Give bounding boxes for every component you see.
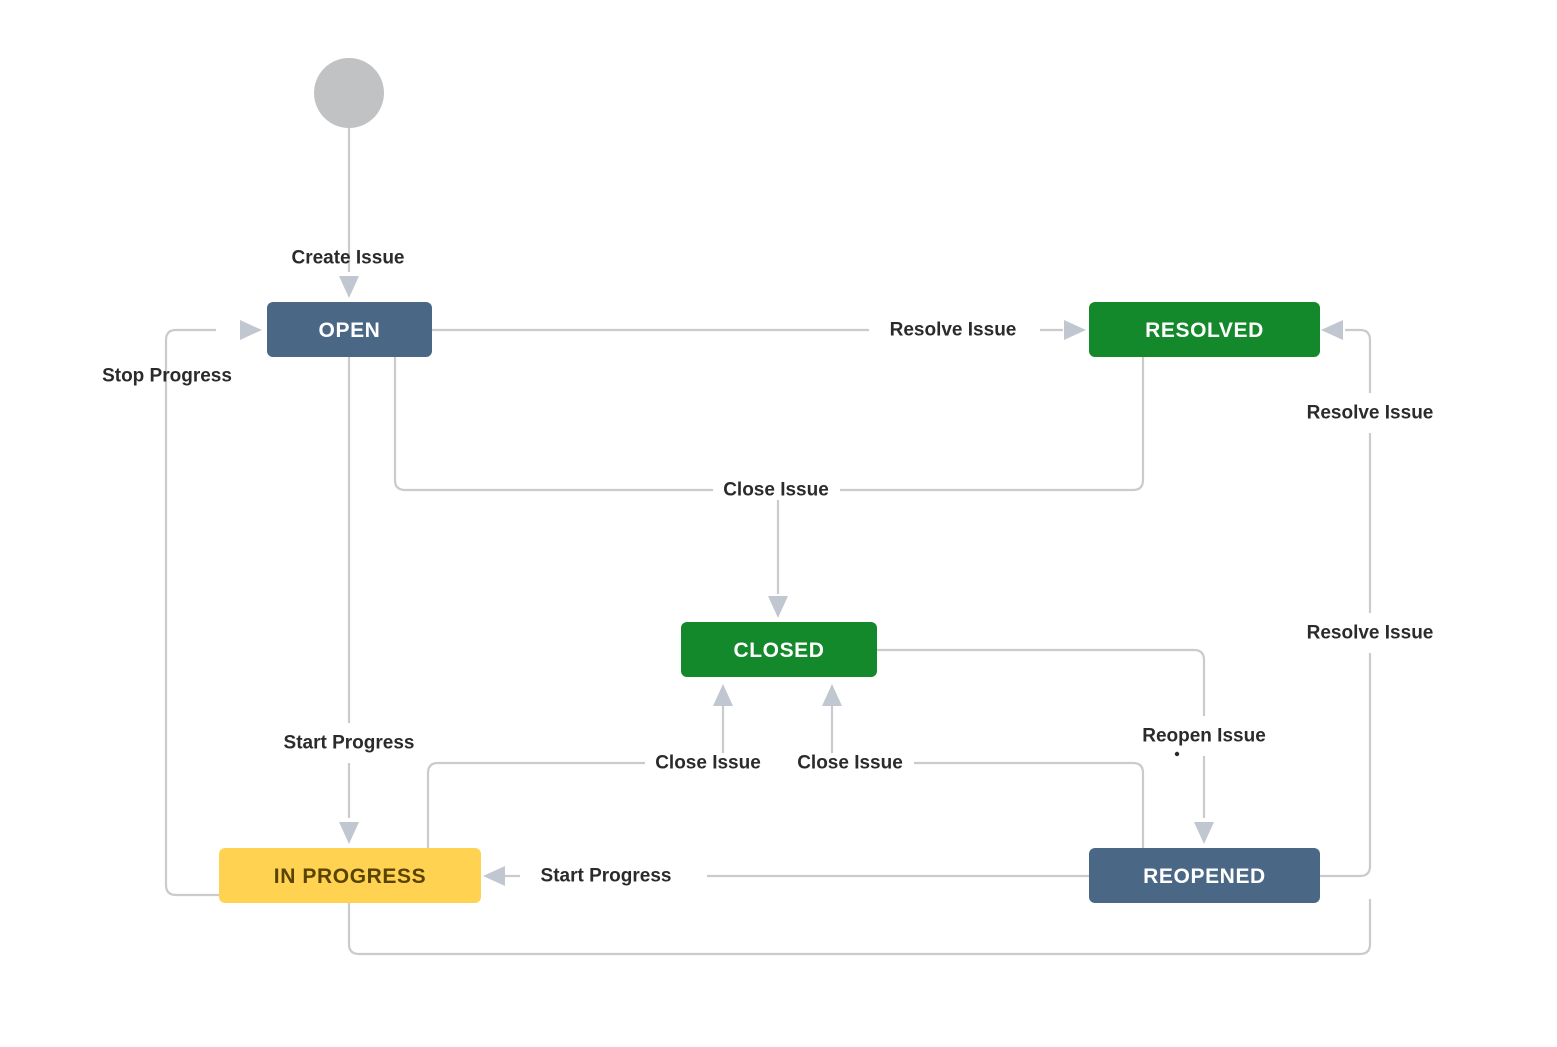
edge-resolve-issue-inprogress-path	[347, 899, 1372, 956]
node-open[interactable]: OPEN	[267, 302, 432, 357]
edge-resolve-issue-reopened-path	[1320, 328, 1372, 878]
node-resolved-rect[interactable]	[1089, 302, 1320, 357]
node-in-progress[interactable]: IN PROGRESS	[219, 848, 481, 903]
arrowhead-resolve-issue-open	[1064, 320, 1086, 340]
edges-layer	[164, 128, 1372, 956]
edge-label-create-issue: Create Issue	[291, 248, 404, 269]
edge-label-close-issue-inprogress: Close Issue	[655, 753, 761, 774]
node-reopened-rect[interactable]	[1089, 848, 1320, 903]
reopen-issue-dot-artifact	[1174, 751, 1180, 757]
edge-label-resolve-issue-open: Resolve Issue	[890, 320, 1017, 341]
arrowhead-close-issue-inprogress	[713, 684, 733, 706]
edge-close-issue-inprogress-path	[426, 761, 645, 848]
edge-label-close-issue-reopened: Close Issue	[797, 753, 903, 774]
node-closed[interactable]: CLOSED	[681, 622, 877, 677]
edge-close-issue-reopened-path	[914, 761, 1145, 848]
edge-close-issue-open-path	[393, 357, 713, 492]
arrowhead-start-progress-open	[339, 822, 359, 844]
arrowhead-close-issue-reopened	[822, 684, 842, 706]
edge-label-start-progress-open: Start Progress	[284, 733, 415, 754]
start-circle	[314, 58, 384, 128]
edge-label-start-progress-reopened: Start Progress	[541, 866, 672, 887]
arrowhead-resolve-issue-reopened	[1321, 320, 1343, 340]
node-open-rect[interactable]	[267, 302, 432, 357]
node-resolved[interactable]: RESOLVED	[1089, 302, 1320, 357]
arrowhead-close-issue-to-closed	[768, 596, 788, 618]
edge-label-resolve-issue-reopened: Resolve Issue	[1307, 403, 1434, 424]
node-in-progress-rect[interactable]	[219, 848, 481, 903]
node-reopened[interactable]: REOPENED	[1089, 848, 1320, 903]
arrowhead-start-progress-reopened	[483, 866, 505, 886]
edge-reopen-issue-path	[877, 648, 1206, 818]
edge-close-issue-resolved-path	[840, 357, 1145, 492]
edge-start-progress-reopened-layer	[483, 866, 1089, 886]
node-closed-rect[interactable]	[681, 622, 877, 677]
arrowhead-create-issue	[339, 276, 359, 298]
arrowhead-stop-progress	[240, 320, 262, 340]
edge-label-stop-progress: Stop Progress	[102, 366, 232, 387]
edge-label-resolve-issue-inprogress: Resolve Issue	[1307, 623, 1434, 644]
edge-labels-layer: Create Issue Resolve Issue Close Issue S…	[102, 248, 1433, 887]
edge-label-close-issue-bus: Close Issue	[723, 480, 829, 501]
edge-stop-progress-path	[164, 328, 219, 897]
edge-label-reopen-issue: Reopen Issue	[1142, 726, 1266, 747]
arrowhead-reopen-issue	[1194, 822, 1214, 844]
nodes-layer: OPEN RESOLVED CLOSED IN PROGRESS REOPENE…	[219, 302, 1320, 903]
